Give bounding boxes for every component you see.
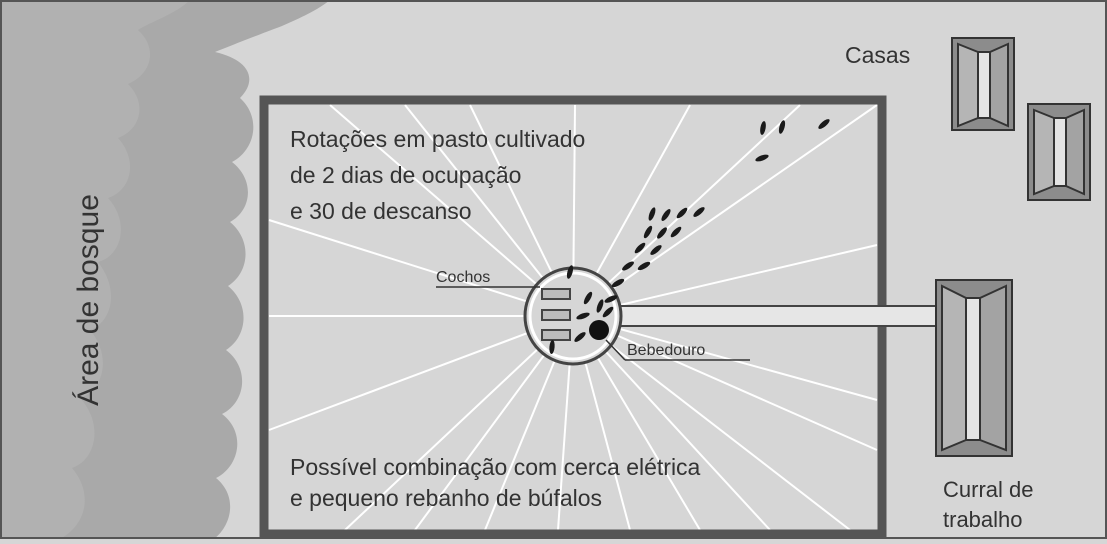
animal xyxy=(604,295,618,303)
animal xyxy=(648,207,656,221)
animal xyxy=(622,261,634,271)
combination-description: Possível combinação com cerca elétrica e… xyxy=(290,454,701,511)
forest-area xyxy=(0,0,330,539)
animal xyxy=(657,227,667,239)
animal xyxy=(566,265,574,279)
animal xyxy=(778,120,786,134)
paddock-division-line xyxy=(344,348,539,531)
animal xyxy=(755,154,769,162)
combo-line-2: e pequeno rebanho de búfalos xyxy=(290,485,602,511)
corral-label-line-2: trabalho xyxy=(943,507,1023,532)
water-leader xyxy=(605,339,626,361)
paddock-division-line xyxy=(619,244,878,307)
paddock-division-line xyxy=(616,334,878,451)
paddock-division-line xyxy=(584,362,631,531)
animal xyxy=(650,245,662,255)
paddock-division-line xyxy=(268,219,528,303)
animal xyxy=(576,312,590,320)
paddock-division-line xyxy=(595,104,691,275)
access-lane xyxy=(611,305,938,327)
animal xyxy=(611,278,625,288)
animal xyxy=(818,119,830,129)
animal xyxy=(602,306,614,318)
animal xyxy=(574,332,586,342)
animal xyxy=(596,299,604,313)
animal xyxy=(583,291,593,305)
houses-label: Casas xyxy=(845,42,910,68)
rotation-line-2: de 2 dias de ocupação xyxy=(290,162,521,188)
combo-line-1: Possível combinação com cerca elétrica xyxy=(290,454,701,480)
animal xyxy=(549,340,555,354)
corral-label-line-1: Curral de xyxy=(943,477,1033,502)
paddock-division-line xyxy=(572,104,576,269)
paddock-division-line xyxy=(607,104,801,285)
troughs-label: Cochos xyxy=(436,269,490,286)
house-1 xyxy=(951,37,1015,131)
cattle-herd xyxy=(549,119,830,354)
forest-label: Área de bosque xyxy=(72,194,105,406)
central-hub-inner xyxy=(528,271,618,361)
paddock-division-line xyxy=(484,360,556,531)
paddock-division-line xyxy=(604,350,771,531)
animal xyxy=(643,225,653,239)
water-label: Bebedouro xyxy=(627,342,705,359)
animal xyxy=(637,261,651,271)
paddock-division-line xyxy=(404,104,544,280)
house-2 xyxy=(1027,103,1091,201)
paddock-division-line xyxy=(618,327,878,401)
paddock-division-line xyxy=(596,356,701,531)
paddock-division-line xyxy=(610,344,851,531)
animal xyxy=(670,226,682,238)
rotation-line-3: e 30 de descanso xyxy=(290,198,472,224)
animal xyxy=(676,207,688,219)
animal xyxy=(693,207,705,217)
paddock-division-line xyxy=(469,104,553,274)
paddock-division-line xyxy=(268,331,529,431)
paddock-division-line xyxy=(611,104,878,290)
rotation-line-1: Rotações em pasto cultivado xyxy=(290,126,585,152)
paddock-division-line xyxy=(329,104,538,286)
water-trough xyxy=(589,320,609,340)
work-corral xyxy=(935,279,1013,457)
paddock-divisions xyxy=(268,104,878,531)
paddock-division-line xyxy=(557,363,571,531)
animal xyxy=(661,209,671,221)
animal xyxy=(634,242,646,254)
paddock-division-line xyxy=(414,354,546,531)
troughs xyxy=(541,288,571,341)
rotation-description: Rotações em pasto cultivado de 2 dias de… xyxy=(290,126,585,224)
animal xyxy=(760,121,766,135)
